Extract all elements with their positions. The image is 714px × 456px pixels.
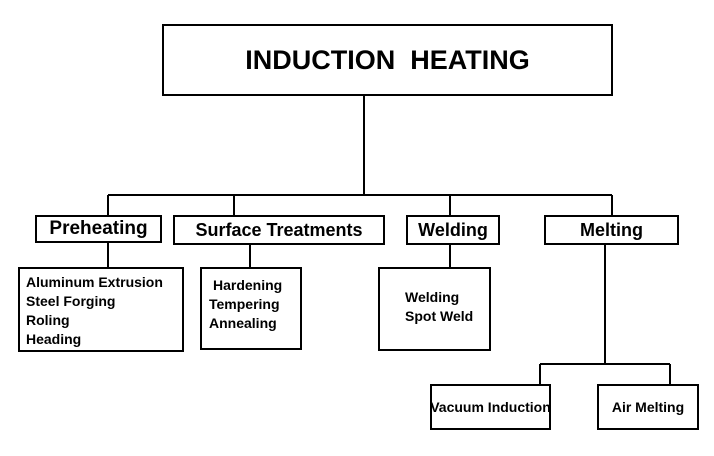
air-melting-label: Air Melting xyxy=(611,399,685,415)
vacuum-induction-label: Vacuum Induction xyxy=(430,399,551,415)
welding-items-box: Welding Spot Weld xyxy=(378,267,491,351)
category-welding-label: Welding xyxy=(418,219,488,240)
melting-item-air-melting: Air Melting xyxy=(597,384,699,430)
surface-item-hardening: Hardening xyxy=(213,277,283,293)
welding-item-welding: Welding xyxy=(405,289,460,305)
preheating-items-box: Aluminum Extrusion Steel Forging Roling … xyxy=(18,267,184,352)
surface-item-annealing: Annealing xyxy=(209,315,277,331)
welding-item-spot-weld: Spot Weld xyxy=(405,308,474,324)
category-surface-treatments: Surface Treatments xyxy=(173,215,385,245)
preheating-item-steel-forging: Steel Forging xyxy=(26,293,116,309)
category-preheating-label: Preheating xyxy=(49,218,148,239)
root-label: INDUCTION HEATING xyxy=(245,44,530,75)
category-melting-label: Melting xyxy=(580,219,643,240)
category-surface-treatments-label: Surface Treatments xyxy=(195,219,363,240)
category-welding: Welding xyxy=(406,215,500,245)
preheating-item-aluminum-extrusion: Aluminum Extrusion xyxy=(26,274,163,290)
surface-treatments-items-box: Hardening Tempering Annealing xyxy=(200,267,302,350)
surface-item-tempering: Tempering xyxy=(209,296,280,312)
preheating-item-roling: Roling xyxy=(26,312,70,328)
melting-item-vacuum-induction: Vacuum Induction xyxy=(430,384,551,430)
category-preheating: Preheating xyxy=(35,215,162,243)
root-node: INDUCTION HEATING xyxy=(162,24,613,96)
category-melting: Melting xyxy=(544,215,679,245)
preheating-item-heading: Heading xyxy=(26,331,82,347)
